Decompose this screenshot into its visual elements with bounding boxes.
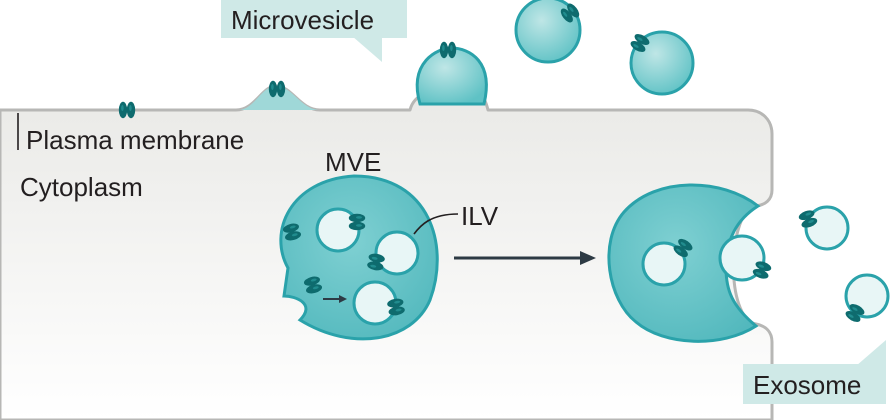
released-microvesicle [629, 30, 695, 96]
ilv [374, 230, 420, 276]
exosome-label: Exosome [743, 364, 886, 404]
ilv-label: ILV [461, 201, 499, 231]
membrane-budding-bump [240, 86, 318, 110]
microvesicle-callout-tail [352, 36, 382, 62]
plasma-membrane-label: Plasma membrane [26, 125, 245, 155]
exosome-released [804, 205, 850, 251]
exosome-released [718, 234, 766, 282]
ilv [641, 241, 687, 287]
process-arrow-icon [454, 251, 596, 265]
ilv-leader-line [413, 213, 459, 235]
exosome-callout-tail [856, 340, 886, 366]
process-arrow-icon [323, 295, 347, 303]
cytoplasm-label: Cytoplasm [20, 172, 143, 202]
microvesicle-label: Microvesicle [221, 0, 407, 38]
mve-label: MVE [325, 147, 382, 177]
